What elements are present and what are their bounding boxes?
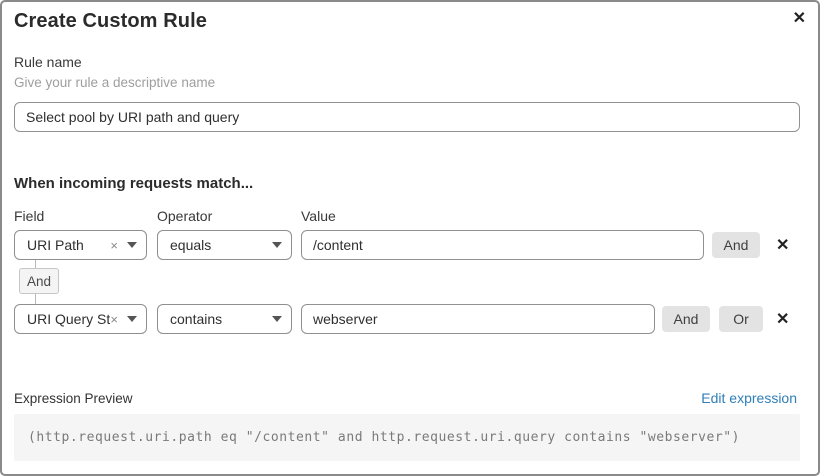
field-column-label: Field xyxy=(14,208,45,224)
operator-select-row1[interactable]: equals xyxy=(157,230,292,260)
clear-icon[interactable]: × xyxy=(110,237,118,253)
match-heading: When incoming requests match... xyxy=(14,175,254,192)
and-connector-badge[interactable]: And xyxy=(19,268,59,294)
operator-select-row1-value: equals xyxy=(170,237,212,253)
operator-select-row2[interactable]: contains xyxy=(157,304,292,334)
chevron-down-icon xyxy=(127,242,137,248)
rule-name-label: Rule name xyxy=(14,54,82,70)
close-icon[interactable]: ✕ xyxy=(792,10,806,27)
chevron-down-icon xyxy=(272,316,282,322)
remove-row2-icon[interactable]: ✕ xyxy=(776,311,790,328)
value-column-label: Value xyxy=(301,208,336,224)
operator-column-label: Operator xyxy=(157,208,213,224)
operator-select-row2-value: contains xyxy=(170,311,223,327)
chevron-down-icon xyxy=(127,316,137,322)
edit-expression-link[interactable]: Edit expression xyxy=(701,390,797,406)
field-select-row1-value: URI Path xyxy=(27,237,84,253)
rule-name-input[interactable] xyxy=(14,102,800,132)
expression-code-block: (http.request.uri.path eq "/content" and… xyxy=(14,414,800,461)
value-input-row1[interactable] xyxy=(301,230,704,260)
page-title: Create Custom Rule xyxy=(14,10,207,32)
remove-row1-icon[interactable]: ✕ xyxy=(776,237,790,254)
chevron-down-icon xyxy=(272,242,282,248)
add-and-button-row2[interactable]: And xyxy=(662,306,710,332)
rule-name-hint: Give your rule a descriptive name xyxy=(14,75,216,90)
expression-code: (http.request.uri.path eq "/content" and… xyxy=(28,430,741,445)
add-or-button-row2[interactable]: Or xyxy=(719,306,763,332)
add-and-button-row1[interactable]: And xyxy=(712,232,760,258)
field-select-row2[interactable]: URI Query St... × xyxy=(14,304,147,334)
clear-icon[interactable]: × xyxy=(110,311,118,327)
field-select-row1[interactable]: URI Path × xyxy=(14,230,147,260)
expression-preview-label: Expression Preview xyxy=(14,391,133,406)
value-input-row2[interactable] xyxy=(301,304,655,334)
field-select-row2-value: URI Query St... xyxy=(27,311,111,327)
